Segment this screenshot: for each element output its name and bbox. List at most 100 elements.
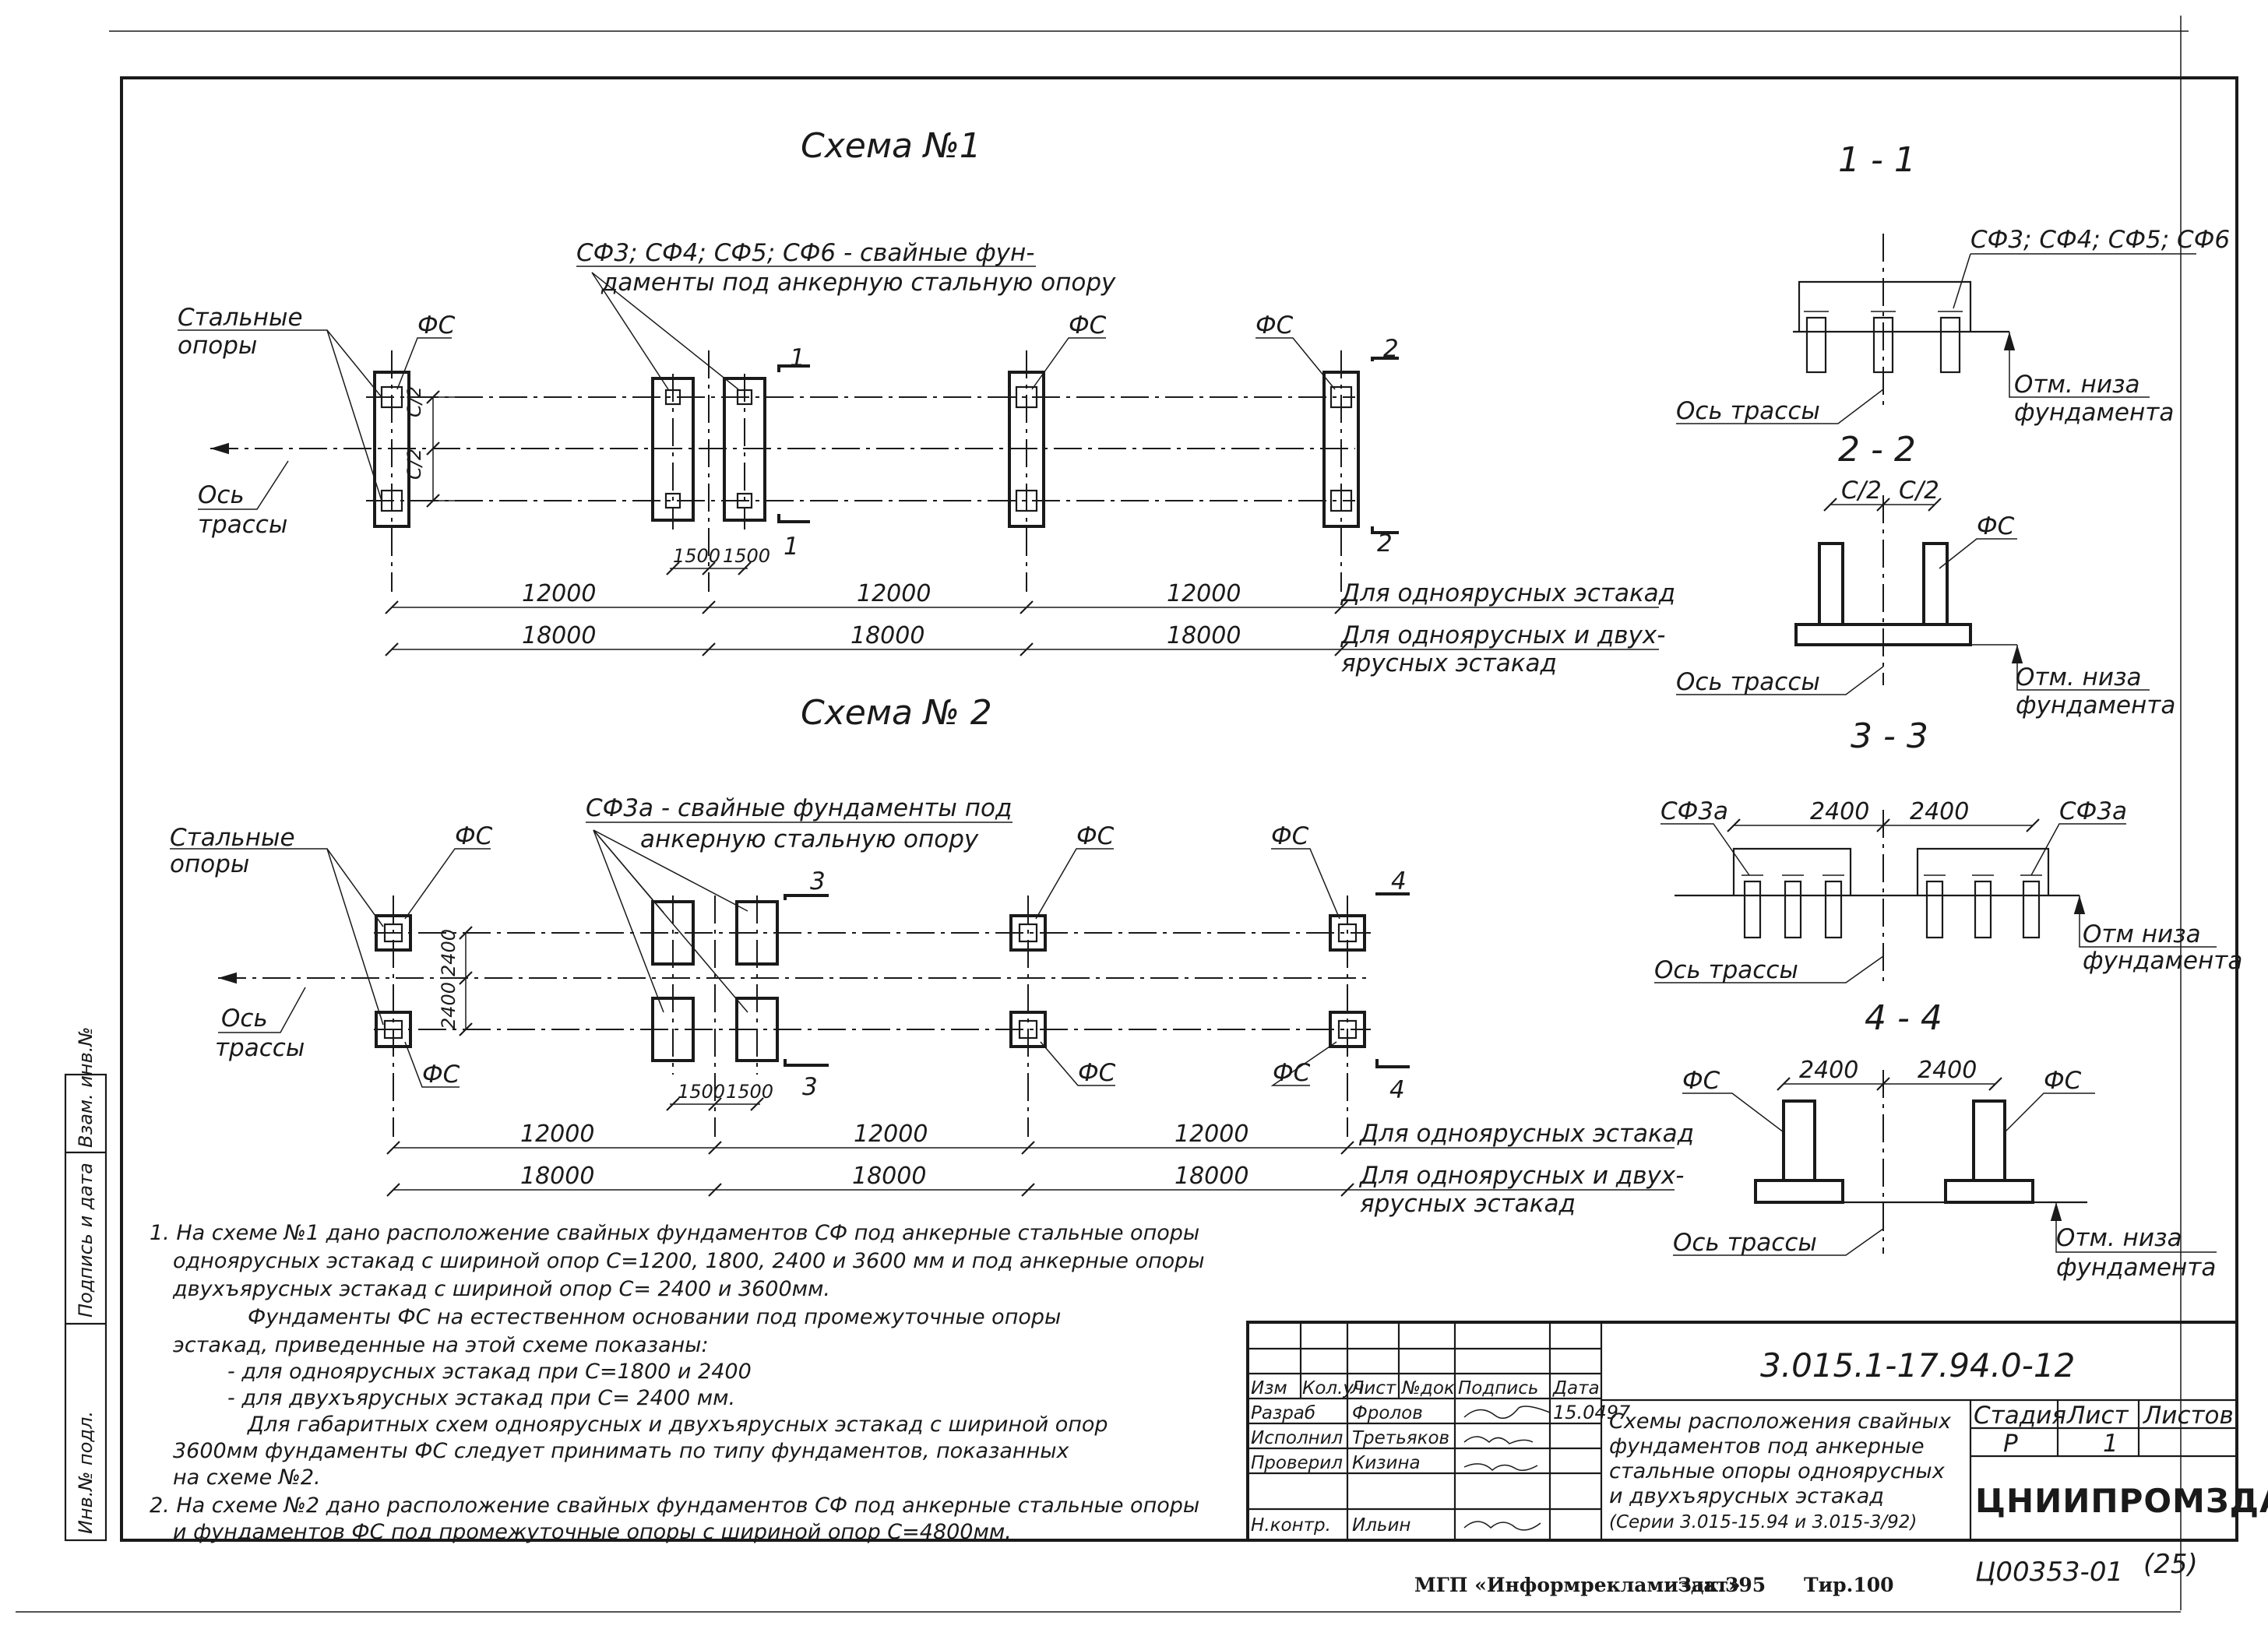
section-1-1-grillage bbox=[1798, 280, 1972, 332]
section-4-4-elev-2: фундамента bbox=[2056, 1254, 2216, 1282]
tb-description-3: стальные опоры одноярусных bbox=[1609, 1459, 1946, 1483]
side-stamp-frame bbox=[64, 1073, 107, 1542]
section-3-3-pile-4 bbox=[1925, 880, 1944, 939]
scheme-1-span-12000-3: 12000 bbox=[1167, 580, 1241, 607]
section-1-1-elev-1: Отм. низа bbox=[2014, 371, 2139, 399]
section-3-3-grillage-left bbox=[1732, 847, 1852, 895]
scheme-2-leader-fs-3 bbox=[1035, 848, 1114, 920]
scheme-2-axis-label-2: трассы bbox=[215, 1034, 305, 1062]
scheme-1-span-row-2-tick-3 bbox=[1020, 642, 1034, 656]
section-4-4-axis-leader bbox=[1673, 1228, 1884, 1256]
tb-stage-value: Р bbox=[2003, 1430, 2018, 1458]
tb-organization: ЦНИИПРОМЗДАНИЙ bbox=[1975, 1481, 2268, 1520]
section-3-3-pile-5 bbox=[1974, 880, 1992, 939]
scheme-2-span-row-1-tick-2 bbox=[708, 1141, 722, 1155]
scheme-1-title: Схема №1 bbox=[801, 126, 981, 166]
section-2-2-dim-tick-3 bbox=[1928, 498, 1942, 512]
section-4-4-left-label: ФС bbox=[1682, 1067, 1720, 1095]
section-3-3-dim-2: 2400 bbox=[1910, 798, 1969, 825]
section-2-cut-top bbox=[1371, 357, 1399, 361]
scheme-2-span-12000-2: 12000 bbox=[854, 1121, 928, 1148]
section-1-cut-top bbox=[777, 364, 810, 372]
section-4-4-title: 4 - 4 bbox=[1865, 998, 1942, 1038]
section-3-3-left-label: СФ3а bbox=[1660, 797, 1728, 825]
scheme-1-leader-fs-1 bbox=[396, 337, 452, 390]
scheme-2-leader-fs-5 bbox=[1271, 848, 1340, 920]
scheme-1-dim-half-c-1: С/2 bbox=[403, 386, 425, 417]
scheme-1-1500-tick-2 bbox=[702, 561, 716, 575]
section-4-4-right-label: ФС bbox=[2044, 1067, 2082, 1095]
scheme-2-span-row-2-tick-2 bbox=[708, 1183, 722, 1197]
section-mark-4-top: 4 bbox=[1391, 867, 1407, 895]
tb-name-2: Третьяков bbox=[1352, 1428, 1449, 1448]
section-3-cut-bottom bbox=[784, 1059, 829, 1067]
scheme-1-span-12000-1: 12000 bbox=[522, 580, 596, 607]
section-mark-1-bottom: 1 bbox=[784, 533, 799, 561]
note-line-5: эстакад, приведенные на этой схеме показ… bbox=[173, 1333, 709, 1357]
section-3-3-grillage-right bbox=[1916, 847, 2050, 895]
section-3-3-pile-1 bbox=[1743, 880, 1762, 939]
scheme-1-span-row-1-tick-1 bbox=[385, 600, 399, 614]
section-2-cut-bottom bbox=[1371, 526, 1399, 534]
scheme-2-steel-supports-2: опоры bbox=[170, 850, 249, 878]
section-4-cut-top bbox=[1375, 892, 1410, 895]
section-3-3-right-leader bbox=[2030, 823, 2126, 876]
note-line-3: двухъярусных эстакад с шириной опор С= 2… bbox=[172, 1277, 830, 1301]
scheme-1-leader-sf-3 bbox=[591, 272, 739, 390]
note-line-2: одноярусных эстакад с шириной опор С=120… bbox=[173, 1249, 1205, 1273]
section-4-4-axis-label: Ось трассы bbox=[1673, 1229, 1817, 1257]
tb-sheet-value: 1 bbox=[2103, 1430, 2118, 1458]
scheme-2-fs-label-5: ФС bbox=[1271, 822, 1309, 850]
section-1-1-elev-arrow bbox=[2003, 332, 2016, 350]
tb-role-1: Разраб bbox=[1251, 1403, 1315, 1423]
scheme-2-row-1-note: Для одноярусных эстакад bbox=[1358, 1120, 1694, 1148]
scheme-2-plan: Схема № 2 СФ3а - свайные фундаменты под … bbox=[170, 693, 1694, 1218]
title-block: 3.015.1-17.94.0-12 Изм Кол.уч Лист №док … bbox=[1246, 1321, 2268, 1542]
section-1-1-elev-2: фундамента bbox=[2014, 399, 2174, 427]
note-line-12: и фундаментов ФС под промежуточные опоры… bbox=[173, 1520, 1012, 1544]
section-mark-3-bottom: 3 bbox=[802, 1073, 818, 1101]
section-4-4-elev-1: Отм. низа bbox=[2056, 1224, 2182, 1252]
section-2-2-axis-label: Ось трассы bbox=[1676, 668, 1820, 696]
scheme-1-fs-label-1: ФС bbox=[417, 311, 456, 340]
tb-description-2: фундаментов под анкерные bbox=[1609, 1434, 1925, 1458]
scheme-2-axis-leader bbox=[218, 987, 306, 1033]
section-2-2-title: 2 - 2 bbox=[1838, 430, 1916, 470]
tb-header-list: Лист bbox=[1350, 1378, 1396, 1399]
section-4-4-left-leader bbox=[1682, 1092, 1784, 1133]
scheme-2-span-12000-1: 12000 bbox=[520, 1121, 594, 1148]
section-mark-2-bottom: 2 bbox=[1377, 530, 1393, 558]
section-3-3-axis-label: Ось трассы bbox=[1654, 956, 1798, 984]
footer-order: Зак.395 bbox=[1678, 1574, 1766, 1596]
section-2-2-elev-1: Отм. низа bbox=[2016, 663, 2141, 691]
scheme-2-2400-tick-1 bbox=[459, 926, 473, 940]
section-2-2-dim-tick-1 bbox=[1823, 498, 1837, 512]
scheme-1-1500-tick-1 bbox=[666, 561, 680, 575]
section-4-4-dim-tick-1 bbox=[1777, 1077, 1791, 1091]
scheme-1-dim-1500-2: 1500 bbox=[723, 545, 770, 567]
note-line-6: - для одноярусных эстакад при С=1800 и 2… bbox=[227, 1360, 752, 1384]
section-3-3-elev-1: Отм низа bbox=[2083, 920, 2201, 948]
general-notes: 1. На схеме №1 дано расположение свайных… bbox=[150, 1221, 1205, 1544]
section-1-1-elev-leader bbox=[2009, 332, 2150, 398]
scheme-1-steel-supports-1: Стальные bbox=[178, 304, 303, 332]
signature-3 bbox=[1463, 1463, 1538, 1472]
tb-role-3: Проверил bbox=[1251, 1453, 1343, 1473]
tb-header-izm: Изм bbox=[1251, 1378, 1287, 1399]
scheme-1-callout-line-2: даменты под анкерную стальную опору bbox=[600, 269, 1116, 297]
scheme-1-span-18000-2: 18000 bbox=[850, 622, 924, 649]
scheme-1-axis-arrow bbox=[210, 442, 229, 455]
side-stamp: Инв.№ подл. Подпись и дата Взам. инв.№ bbox=[64, 1027, 107, 1542]
scheme-2-steel-supports-1: Стальные bbox=[170, 824, 295, 852]
scheme-2-row-2-note-1: Для одноярусных и двух- bbox=[1358, 1162, 1684, 1190]
section-1-1-pile-1 bbox=[1805, 316, 1827, 374]
scheme-2-fs-label-1: ФС bbox=[455, 822, 493, 850]
scheme-1-span-row-2-tick-2 bbox=[702, 642, 716, 656]
section-1-1-axis-leader bbox=[1676, 389, 1884, 424]
scheme-1-callout-line-1: СФ3; СФ4; СФ5; СФ6 - свайные фун- bbox=[576, 239, 1034, 267]
section-3-3-dim-tick-3 bbox=[2026, 818, 2040, 832]
section-3-cut-top bbox=[784, 894, 829, 900]
scheme-2-leader-sf-5 bbox=[593, 829, 748, 1013]
note-line-11: 2. На схеме №2 дано расположение свайных… bbox=[150, 1494, 1199, 1518]
